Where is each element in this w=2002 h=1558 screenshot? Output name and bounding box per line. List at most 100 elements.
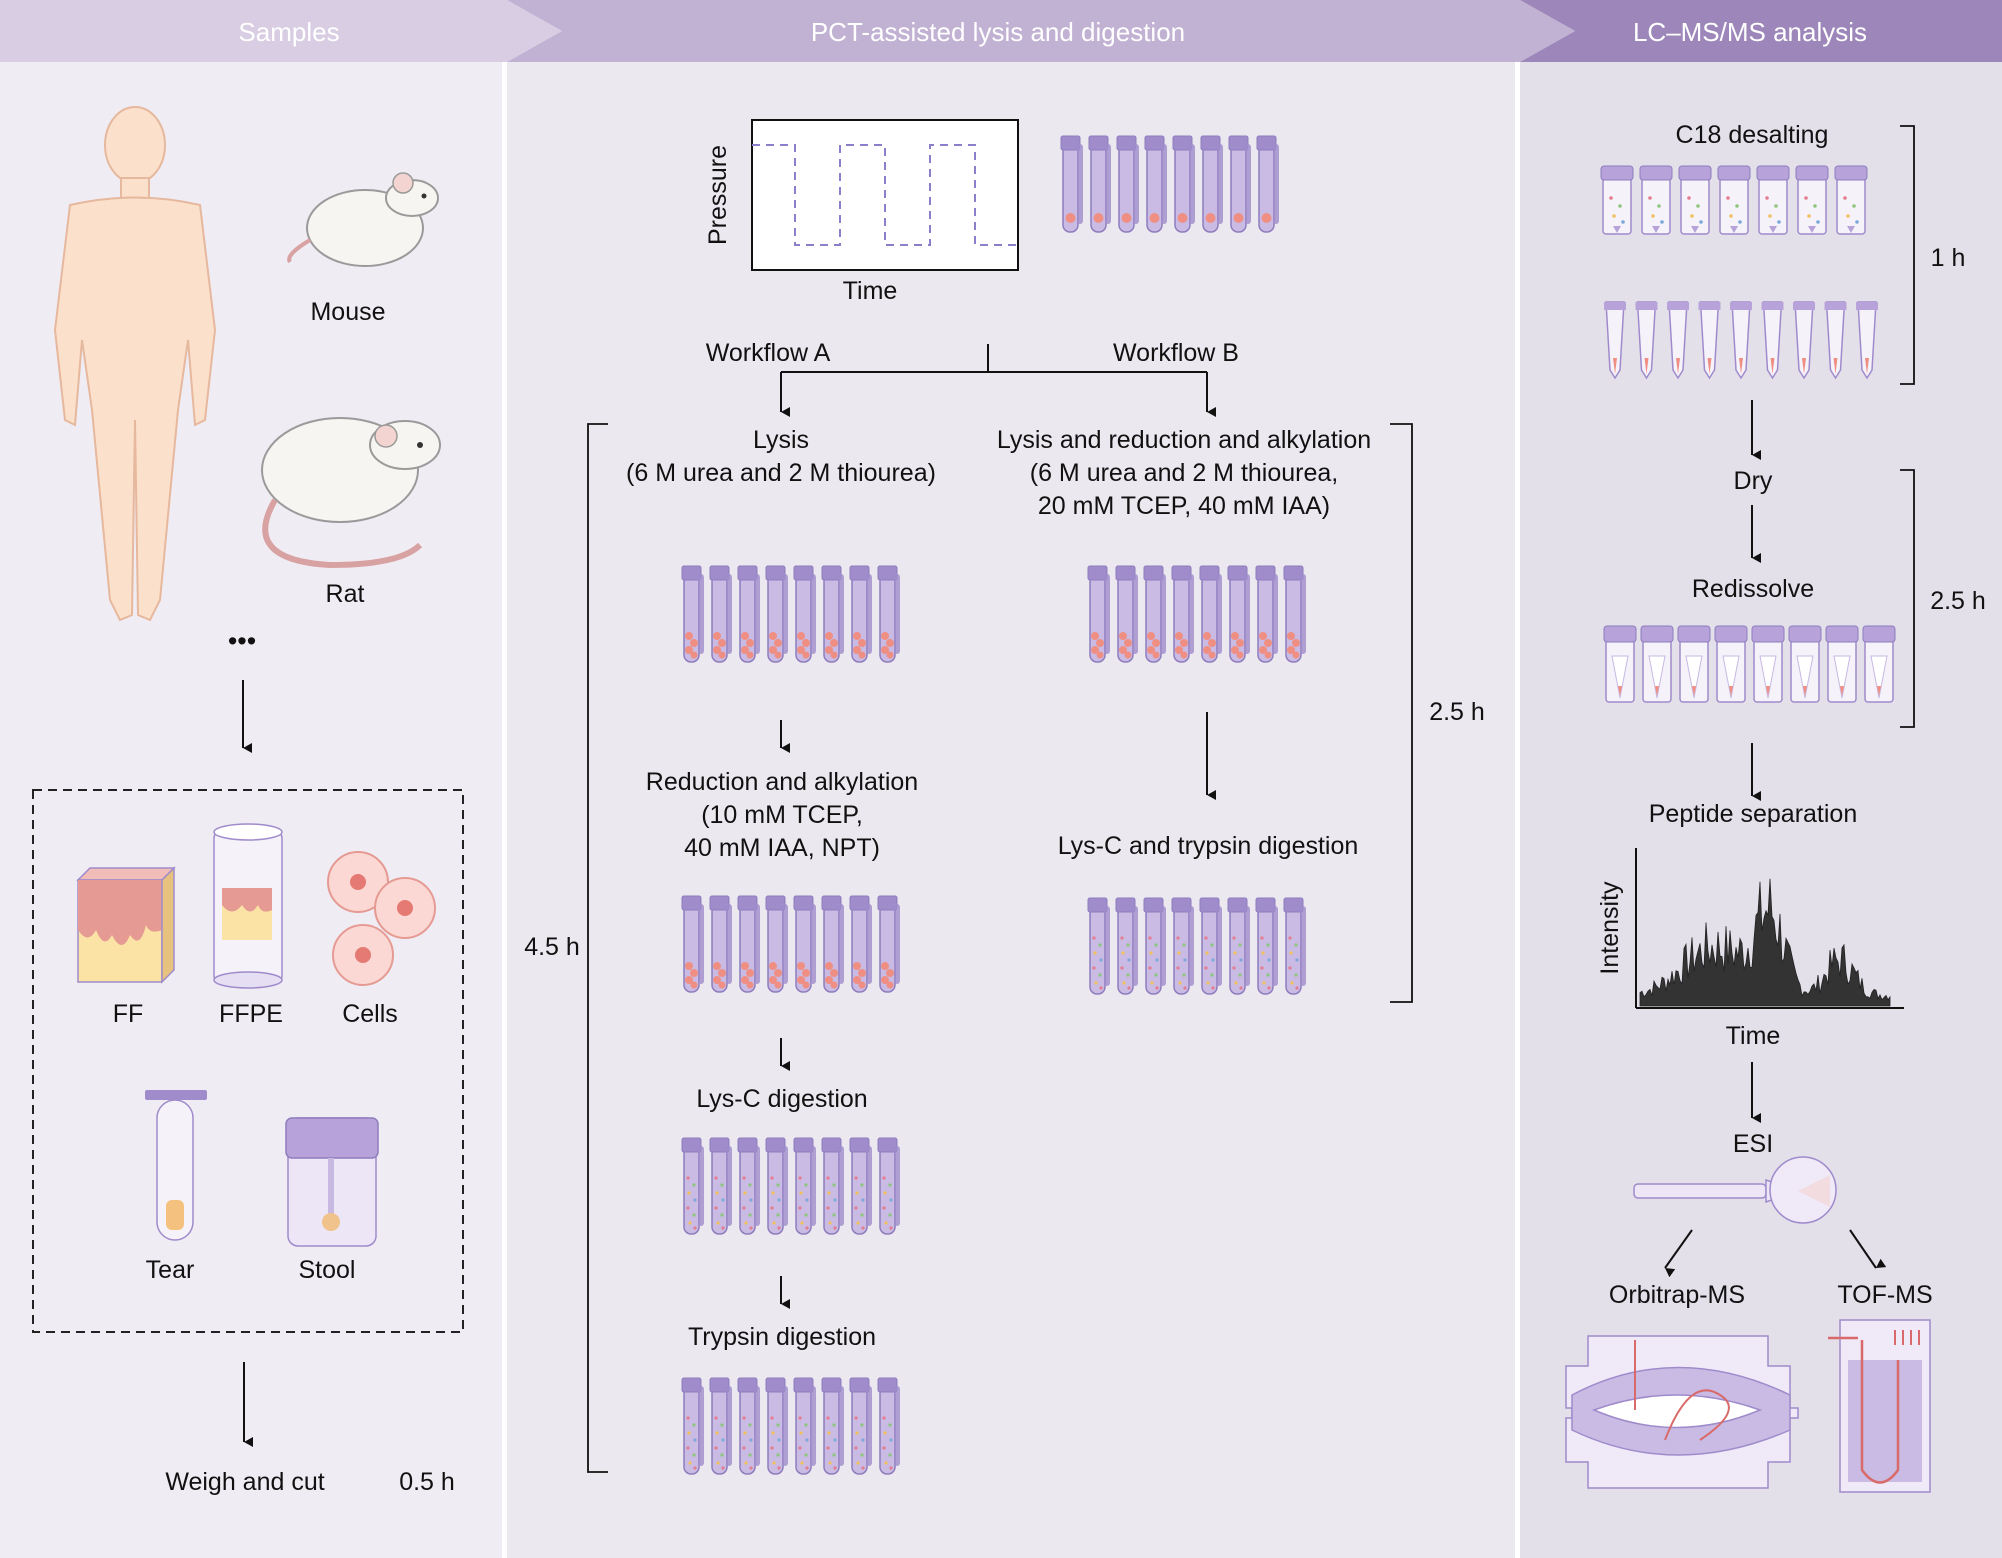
b-lysis-tube [1200, 566, 1222, 662]
pct-panel-bg [507, 62, 1515, 1558]
b-lysis-tube [1228, 566, 1250, 662]
a-reduction-tube [850, 896, 872, 992]
a-trypsin-tube [738, 1378, 760, 1474]
esi-label: ESI [1733, 1130, 1773, 1158]
stool-container-icon [285, 1117, 379, 1247]
tear-tube-icon [145, 1090, 207, 1241]
c18-vial [1678, 165, 1712, 235]
pressure-time-label: Time [843, 277, 898, 305]
esi-source-icon [1633, 1156, 1837, 1224]
redissolve-vial [1603, 625, 1637, 703]
dry-label: Dry [1734, 467, 1773, 495]
redissolve-vial [1788, 625, 1822, 703]
b-digest-tube [1144, 898, 1166, 994]
stool-label: Stool [299, 1256, 356, 1284]
arrow-to-tof [1849, 1229, 1887, 1269]
a-lysc-tube [766, 1138, 788, 1234]
a-trypsin-tube [682, 1378, 704, 1474]
b-digest-tube [1228, 898, 1250, 994]
c18-vial [1834, 165, 1868, 235]
a-reduction-tube [738, 896, 760, 992]
redissolve-vial [1751, 625, 1785, 703]
pct-tube [1117, 136, 1139, 232]
b-digest-tube [1116, 898, 1138, 994]
a-trypsin-tube [766, 1378, 788, 1474]
a-lysis-tube [794, 566, 816, 662]
a-reduction-tube [794, 896, 816, 992]
pct-tube [1201, 136, 1223, 232]
a-lysc-tube [738, 1138, 760, 1234]
c18-vial [1717, 165, 1751, 235]
b-digest-tube [1088, 898, 1110, 994]
a-lysis-tube [766, 566, 788, 662]
a-lysis-title: Lysis [753, 426, 809, 454]
a-lysis-tube [738, 566, 760, 662]
pressure-cycle-plot [751, 119, 1019, 271]
a-trypsin-tube [822, 1378, 844, 1474]
a-reduction-detail-1: (10 mM TCEP, [701, 801, 863, 829]
ffpe-block-icon [213, 823, 283, 989]
samples-header-title: Samples [238, 17, 339, 47]
pct-tube [1089, 136, 1111, 232]
c18-vial [1795, 165, 1829, 235]
redissolve-vial [1862, 625, 1896, 703]
a-reduction-tube [822, 896, 844, 992]
b-lysis-tube [1256, 566, 1278, 662]
b-digest-tube [1200, 898, 1222, 994]
redissolve-time: 2.5 h [1930, 587, 1986, 615]
a-trypsin-tube [850, 1378, 872, 1474]
redissolve-bracket [1900, 469, 1915, 728]
chromatogram [1635, 848, 1904, 1009]
workflow-a-bracket [587, 423, 608, 1473]
b-digest-tube [1284, 898, 1306, 994]
weigh-time-label: 0.5 h [399, 1468, 455, 1496]
rat-illustration [261, 417, 441, 569]
a-reduction-title: Reduction and alkylation [646, 768, 918, 796]
workflow-a-label: Workflow A [706, 339, 831, 367]
pct-tube [1257, 136, 1279, 232]
a-reduction-detail-2: 40 mM IAA, NPT) [684, 834, 880, 862]
a-lysis-tube [850, 566, 872, 662]
lcms-header-title: LC–MS/MS analysis [1633, 17, 1867, 47]
a-trypsin-tube [710, 1378, 732, 1474]
a-lysis-tube [822, 566, 844, 662]
tear-label: Tear [146, 1256, 195, 1284]
c18-desalting-label: C18 desalting [1676, 121, 1829, 149]
a-lysc-title: Lys-C digestion [696, 1085, 867, 1113]
a-lysis-detail: (6 M urea and 2 M thiourea) [626, 459, 936, 487]
cells-label: Cells [342, 1000, 398, 1028]
a-trypsin-tube [794, 1378, 816, 1474]
b-digest-tube [1172, 898, 1194, 994]
intensity-axis-label: Intensity [1596, 881, 1624, 975]
lcms-header [1520, 0, 2002, 62]
more-samples-ellipsis: ••• [228, 626, 256, 656]
peptide-separation-label: Peptide separation [1649, 800, 1857, 828]
a-lysis-tube [682, 566, 704, 662]
redissolve-vial [1825, 625, 1859, 703]
a-lysc-tube [794, 1138, 816, 1234]
redissolve-vial [1677, 625, 1711, 703]
b-lysis-detail-1: (6 M urea and 2 M thiourea, [1030, 459, 1339, 487]
chromatogram-time-label: Time [1726, 1022, 1781, 1050]
a-trypsin-title: Trypsin digestion [688, 1323, 876, 1351]
ffpe-label: FFPE [219, 1000, 283, 1028]
a-lysc-tube [850, 1138, 872, 1234]
cells-icon [327, 851, 436, 986]
a-lysc-tube [878, 1138, 900, 1234]
b-digest-title: Lys-C and trypsin digestion [1058, 832, 1359, 860]
samples-header [0, 0, 562, 62]
a-lysis-tube [878, 566, 900, 662]
lcms-panel-bg [1520, 62, 2002, 1558]
c18-vial [1639, 165, 1673, 235]
b-digest-tube [1256, 898, 1278, 994]
a-trypsin-tube [878, 1378, 900, 1474]
b-lysis-detail-2: 20 mM TCEP, 40 mM IAA) [1038, 492, 1330, 520]
c18-time: 1 h [1931, 244, 1966, 272]
weigh-and-cut-label: Weigh and cut [165, 1468, 324, 1496]
arrow-to-orbitrap [1664, 1229, 1693, 1278]
pct-tube [1173, 136, 1195, 232]
redissolve-label: Redissolve [1692, 575, 1814, 603]
a-lysc-tube [822, 1138, 844, 1234]
